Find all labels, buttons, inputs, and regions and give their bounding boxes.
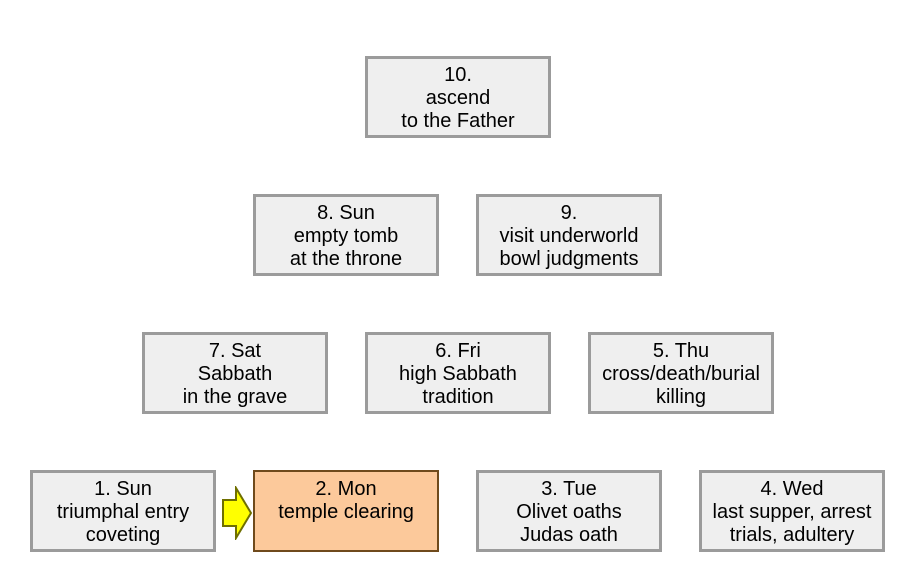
box-5-line-2: cross/death/burial — [602, 363, 760, 385]
box-10-line-2: ascend — [425, 87, 491, 109]
box-day-4: 4. Wed last supper, arrest trials, adult… — [699, 470, 885, 552]
box-day-7: 7. Sat Sabbath in the grave — [142, 332, 328, 414]
arrow-shape — [222, 486, 252, 540]
box-day-9: 9. visit underworld bowl judgments — [476, 194, 662, 276]
box-day-1: 1. Sun triumphal entry coveting — [30, 470, 216, 552]
right-arrow-icon — [222, 486, 252, 540]
box-8-title: 8. Sun — [317, 202, 375, 224]
box-day-2-current: 2. Mon temple clearing — [253, 470, 439, 552]
box-6-title: 6. Fri — [435, 340, 481, 362]
box-2-title: 2. Mon — [315, 478, 377, 500]
box-4-line-2: last supper, arrest — [712, 501, 872, 523]
box-day-6: 6. Fri high Sabbath tradition — [365, 332, 551, 414]
box-9-line-2: visit underworld — [499, 225, 639, 247]
box-7-title: 7. Sat — [208, 340, 262, 362]
box-7-line-3: in the grave — [182, 386, 288, 408]
box-8-line-3: at the throne — [289, 248, 403, 270]
box-4-title: 4. Wed — [760, 478, 824, 500]
box-1-title: 1. Sun — [94, 478, 152, 500]
box-day-3: 3. Tue Olivet oaths Judas oath — [476, 470, 662, 552]
box-3-line-2: Olivet oaths — [516, 501, 622, 523]
box-day-5: 5. Thu cross/death/burial killing — [588, 332, 774, 414]
box-3-line-3: Judas oath — [520, 524, 618, 546]
box-5-line-3: killing — [655, 386, 707, 408]
box-7-line-2: Sabbath — [197, 363, 273, 385]
box-10-title: 10. — [444, 64, 472, 86]
box-1-line-2: triumphal entry — [56, 501, 190, 523]
box-3-title: 3. Tue — [541, 478, 597, 500]
box-4-line-3: trials, adultery — [729, 524, 855, 546]
box-1-line-3: coveting — [85, 524, 161, 546]
box-5-title: 5. Thu — [652, 340, 710, 362]
box-8-line-2: empty tomb — [293, 225, 399, 247]
box-day-8: 8. Sun empty tomb at the throne — [253, 194, 439, 276]
box-10-line-3: to the Father — [401, 110, 515, 132]
box-9-line-3: bowl judgments — [499, 248, 639, 270]
box-9-title: 9. — [560, 202, 578, 224]
box-6-line-2: high Sabbath — [399, 363, 517, 385]
box-day-10: 10. ascend to the Father — [365, 56, 551, 138]
box-2-line-2: temple clearing — [278, 501, 414, 523]
box-6-line-3: tradition — [422, 386, 494, 408]
